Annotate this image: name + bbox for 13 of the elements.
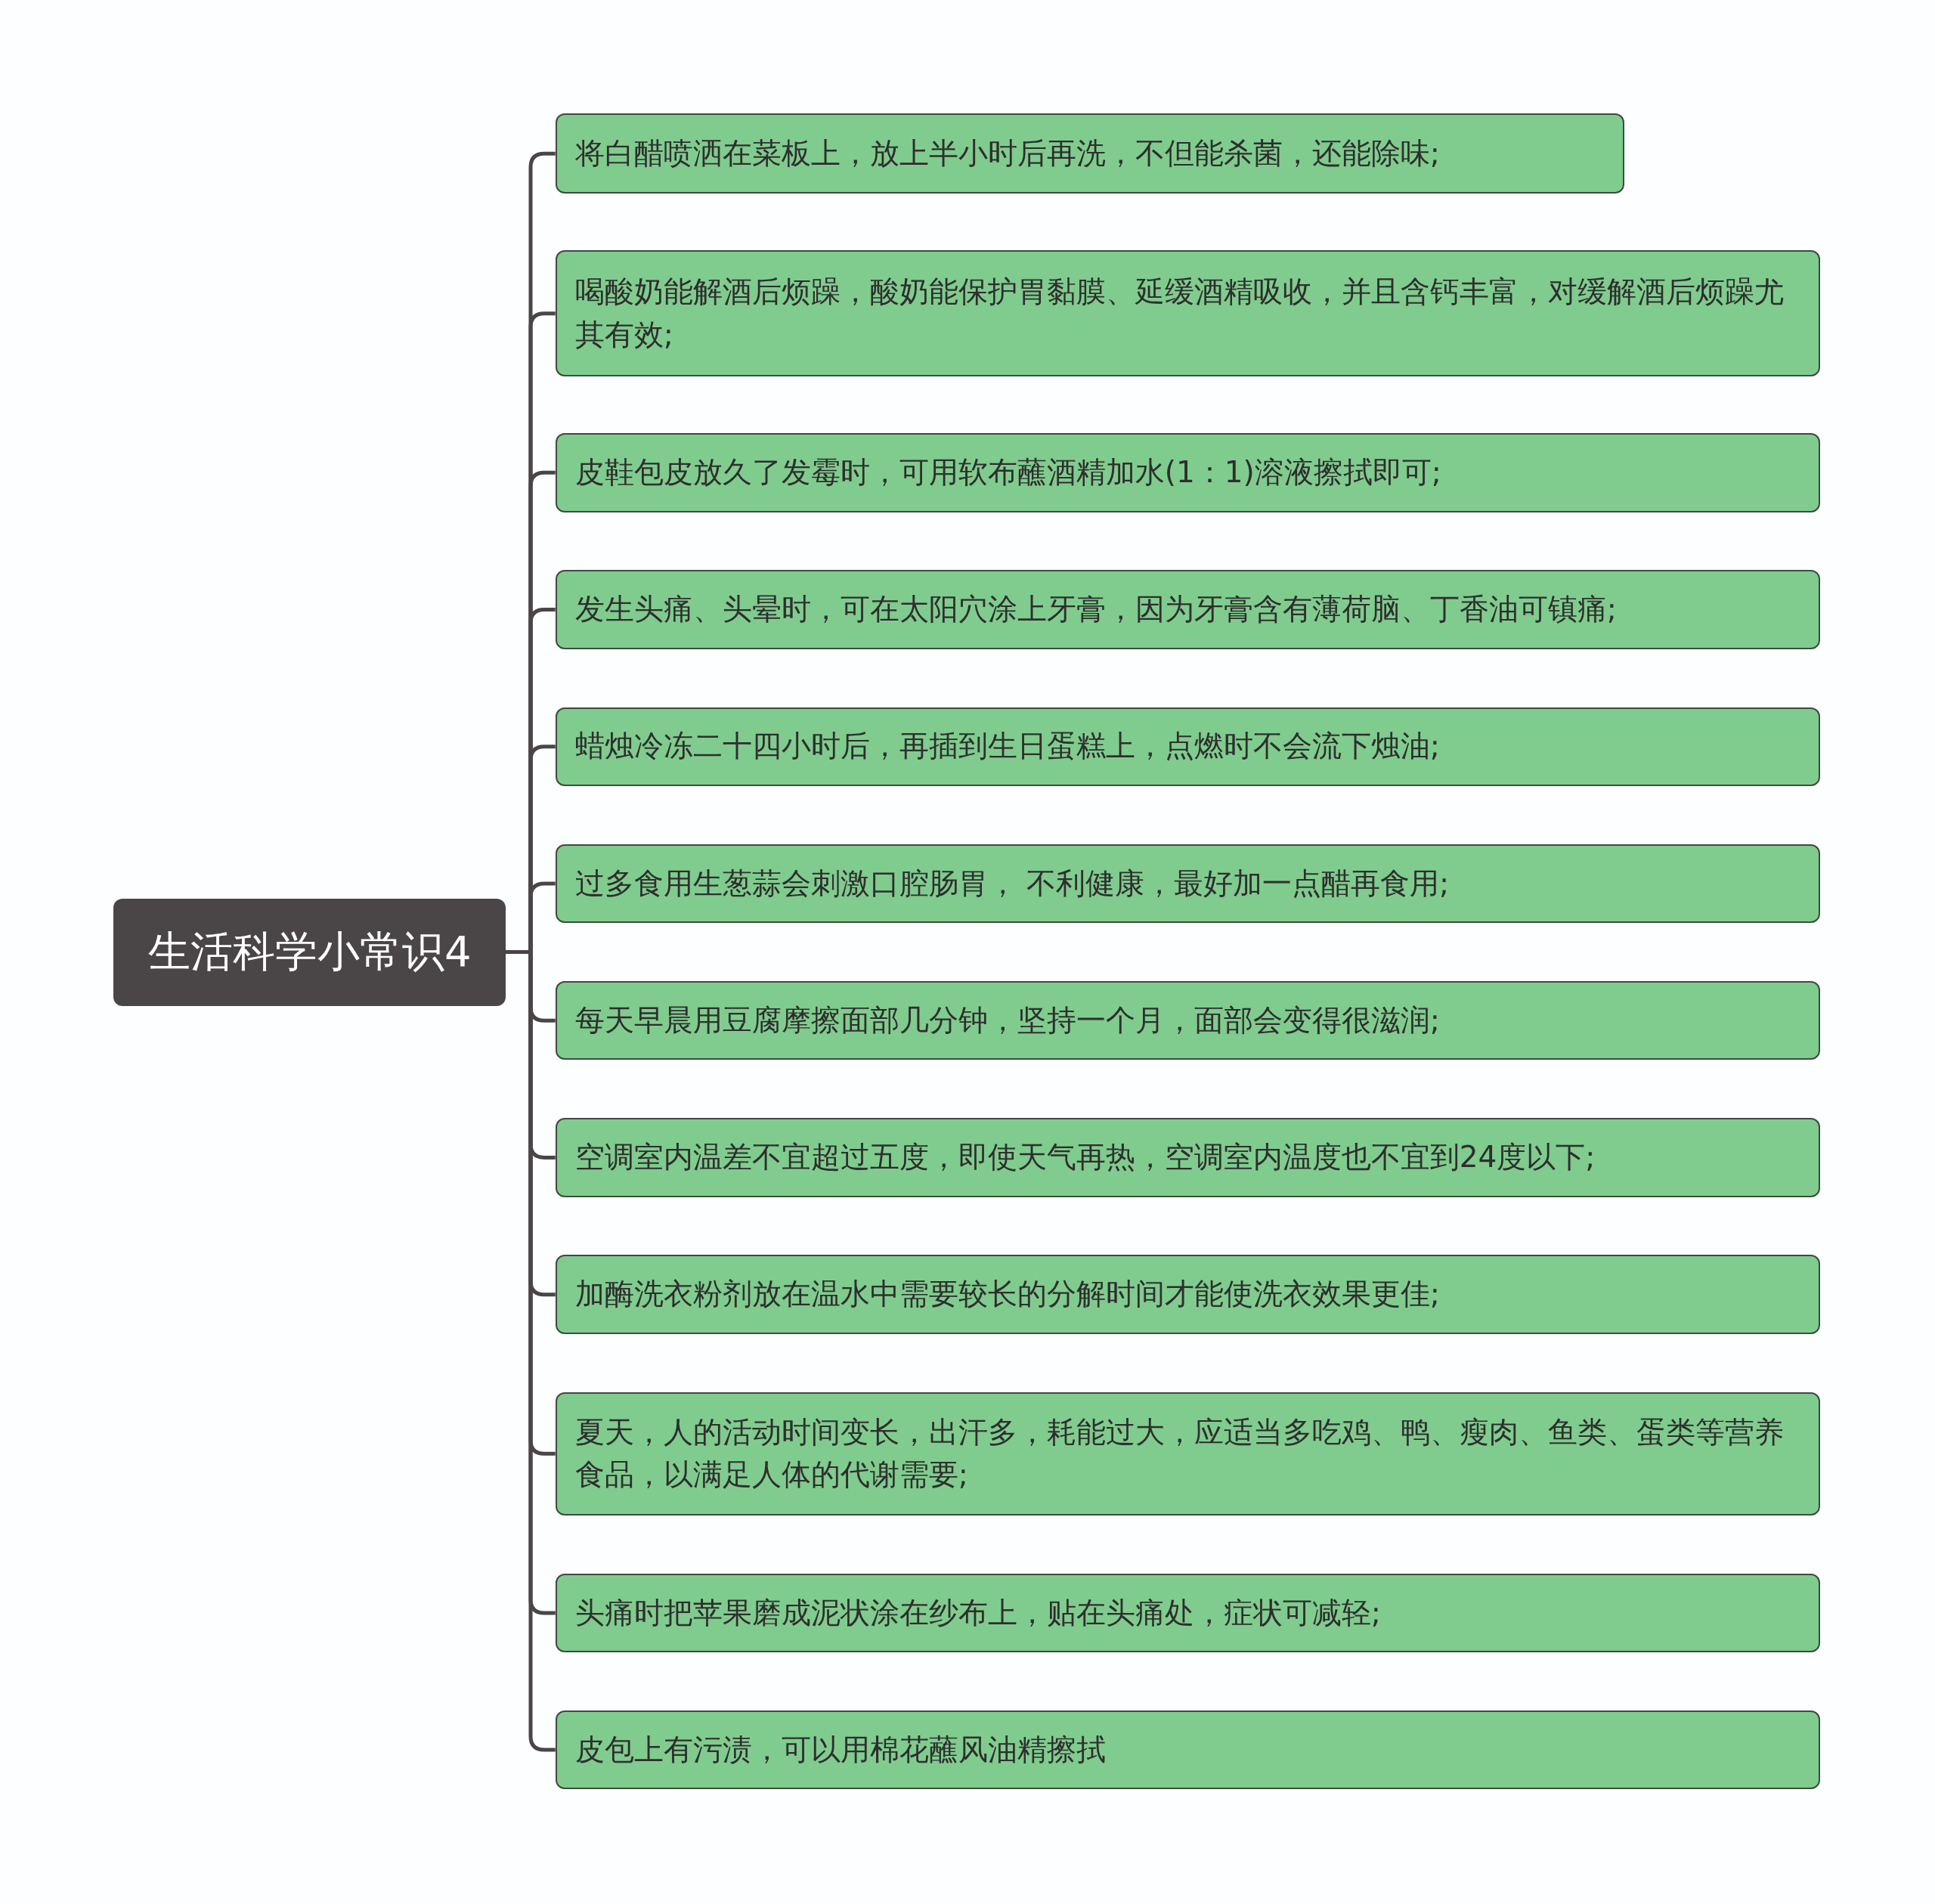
branch-box: 发生头痛、头晕时，可在太阳穴涂上牙膏，因为牙膏含有薄荷脑、丁香油可镇痛; xyxy=(555,570,1821,649)
branch-box: 喝酸奶能解酒后烦躁，酸奶能保护胃黏膜、延缓酒精吸收，并且含钙丰富，对缓解酒后烦躁尤其有效; xyxy=(555,250,1821,376)
branch-box: 皮包上有污渍，可以用棉花蘸风油精擦拭 xyxy=(555,1710,1821,1790)
branch-box: 夏天，人的活动时间变长，出汗多，耗能过大，应适当多吃鸡、鸭、瘦肉、鱼类、蛋类等营养食品，以满足人体的代谢需要; xyxy=(555,1392,1821,1515)
branch-box: 头痛时把苹果磨成泥状涂在纱布上，贴在头痛处，症状可减轻; xyxy=(555,1573,1821,1653)
topic-box: 生活科学小常识4 xyxy=(113,898,506,1006)
branch-box: 每天早晨用豆腐摩擦面部几分钟，坚持一个月，面部会变得很滋润; xyxy=(555,980,1821,1060)
branch-box: 加酶洗衣粉剂放在温水中需要较长的分解时间才能使洗衣效果更佳; xyxy=(555,1255,1821,1334)
branch-box: 过多食用生葱蒜会刺激口腔肠胃， 不利健康，最好加一点醋再食用; xyxy=(555,844,1821,924)
branch-box: 将白醋喷洒在菜板上，放上半小时后再洗，不但能杀菌，还能除味; xyxy=(555,113,1624,194)
branch-box: 皮鞋包皮放久了发霉时，可用软布蘸酒精加水(1：1)溶液擦拭即可; xyxy=(555,433,1821,512)
branch-box: 空调室内温差不宜超过五度，即使天气再热，空调室内温度也不宜到24度以下; xyxy=(555,1118,1821,1197)
branch-box: 蜡烛冷冻二十四小时后，再插到生日蛋糕上，点燃时不会流下烛油; xyxy=(555,707,1821,786)
